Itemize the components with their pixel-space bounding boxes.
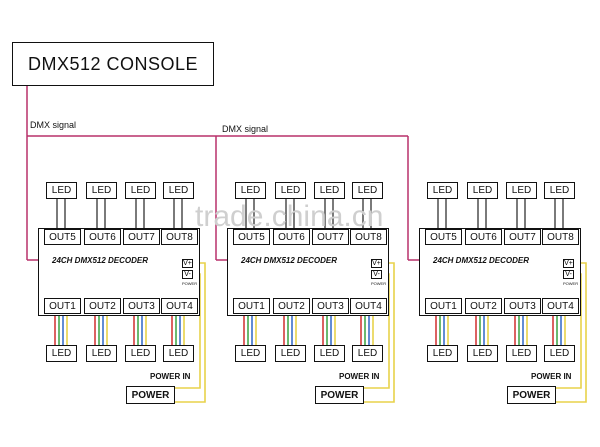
decoder-3-terminal-caption: POWER (563, 281, 579, 286)
decoder-3-out-8: OUT8 (542, 229, 579, 245)
decoder-2-out-6: OUT6 (273, 229, 310, 245)
decoder-1-out-4: OUT4 (161, 298, 198, 314)
decoder-3-top-led-4: LED (544, 182, 575, 199)
decoder-2-bottom-led-4: LED (352, 345, 383, 362)
decoder-3-out-4: OUT4 (542, 298, 579, 314)
decoder-3-bottom-led-2: LED (467, 345, 498, 362)
decoder-3-power-supply: POWER (507, 386, 556, 404)
decoder-3-top-led-2: LED (467, 182, 498, 199)
decoder-3-out-1: OUT1 (425, 298, 462, 314)
decoder-3-out-6: OUT6 (465, 229, 502, 245)
decoder-1-out-5: OUT5 (44, 229, 81, 245)
decoder-2-out-2: OUT2 (273, 298, 310, 314)
decoder-3-v-minus-terminal: V- (563, 270, 574, 279)
decoder-3-title: 24CH DMX512 DECODER (433, 256, 530, 265)
decoder-2-power-supply: POWER (315, 386, 364, 404)
decoder-2-title: 24CH DMX512 DECODER (241, 256, 338, 265)
decoder-3-power-in-label: POWER IN (531, 372, 572, 381)
decoder-3-out-5: OUT5 (425, 229, 462, 245)
decoder-3-bottom-led-1: LED (427, 345, 458, 362)
decoder-1-bottom-led-1: LED (46, 345, 77, 362)
decoder-2-terminal-caption: POWER (371, 281, 387, 286)
decoder-2-top-led-1: LED (235, 182, 266, 199)
decoder-1-out-7: OUT7 (123, 229, 160, 245)
dmx512-console: DMX512 CONSOLE (12, 42, 214, 86)
decoder-3-out-2: OUT2 (465, 298, 502, 314)
decoder-1-terminal-caption: POWER (182, 281, 198, 286)
decoder-1-v-plus-terminal: V+ (182, 259, 193, 268)
decoder-2-v-plus-terminal: V+ (371, 259, 382, 268)
decoder-1-top-led-1: LED (46, 182, 77, 199)
decoder-2-bottom-led-2: LED (275, 345, 306, 362)
decoder-1-v-minus-terminal: V- (182, 270, 193, 279)
decoder-1-bottom-led-3: LED (125, 345, 156, 362)
decoder-1-power-supply: POWER (126, 386, 175, 404)
decoder-2-out-7: OUT7 (312, 229, 349, 245)
decoder-1-out-2: OUT2 (84, 298, 121, 314)
decoder-1-bottom-led-4: LED (163, 345, 194, 362)
decoder-2-out-5: OUT5 (233, 229, 270, 245)
decoder-2-out-1: OUT1 (233, 298, 270, 314)
decoder-3-bottom-led-3: LED (506, 345, 537, 362)
decoder-2-top-led-4: LED (352, 182, 383, 199)
decoder-2-power-in-label: POWER IN (339, 372, 380, 381)
decoder-3-out-7: OUT7 (504, 229, 541, 245)
decoder-1-top-led-3: LED (125, 182, 156, 199)
decoder-3-top-led-1: LED (427, 182, 458, 199)
decoder-3-v-plus-terminal: V+ (563, 259, 574, 268)
decoder-2-bottom-led-1: LED (235, 345, 266, 362)
decoder-2-top-led-3: LED (314, 182, 345, 199)
decoder-2-out-4: OUT4 (350, 298, 387, 314)
decoder-3-bottom-led-4: LED (544, 345, 575, 362)
decoder-3-top-led-3: LED (506, 182, 537, 199)
decoder-1-title: 24CH DMX512 DECODER (52, 256, 149, 265)
watermark: trade.china.cn (195, 200, 384, 233)
dmx-signal-label-1: DMX signal (30, 120, 77, 130)
decoder-1-top-led-4: LED (163, 182, 194, 199)
decoder-2-v-minus-terminal: V- (371, 270, 382, 279)
decoder-2-bottom-led-3: LED (314, 345, 345, 362)
decoder-1-top-led-2: LED (86, 182, 117, 199)
decoder-1-power-in-label: POWER IN (150, 372, 191, 381)
decoder-1-bottom-led-2: LED (86, 345, 117, 362)
decoder-1-out-3: OUT3 (123, 298, 160, 314)
decoder-2-top-led-2: LED (275, 182, 306, 199)
decoder-3-out-3: OUT3 (504, 298, 541, 314)
decoder-1-out-1: OUT1 (44, 298, 81, 314)
decoder-1-out-8: OUT8 (161, 229, 198, 245)
decoder-1-out-6: OUT6 (84, 229, 121, 245)
decoder-2-out-3: OUT3 (312, 298, 349, 314)
decoder-2-out-8: OUT8 (350, 229, 387, 245)
dmx-signal-label-2: DMX signal (222, 124, 269, 134)
